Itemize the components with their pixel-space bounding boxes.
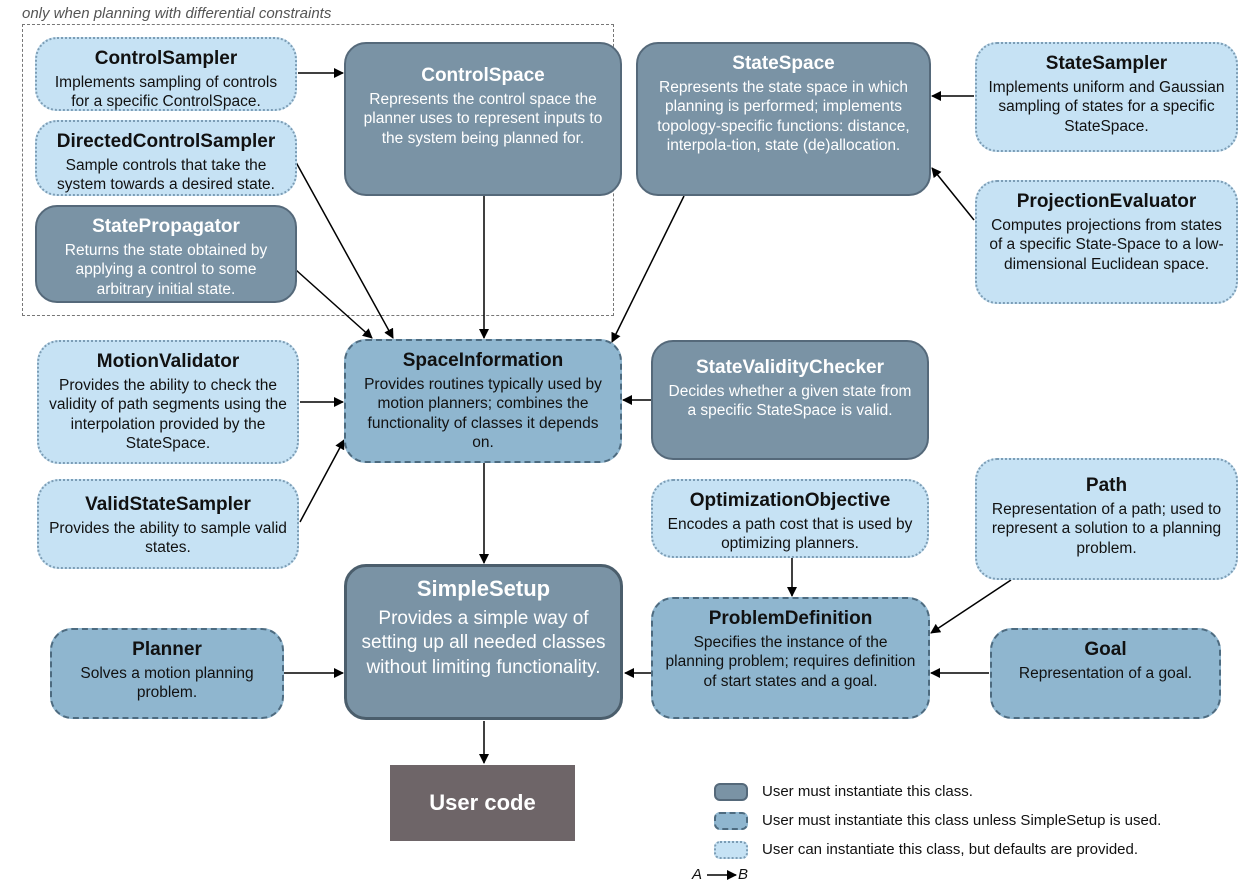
statevaliditychecker-box: StateValidityChecker Decides whether a g… bbox=[651, 340, 929, 460]
legend-arrow-label-a: A bbox=[692, 866, 703, 883]
box-description: Solves a motion planning problem. bbox=[80, 664, 254, 702]
box-title: ControlSampler bbox=[94, 48, 238, 69]
arrow-statespace-to-spaceinformation bbox=[611, 195, 685, 343]
legend-text-can: User can instantiate this class, but def… bbox=[762, 841, 1139, 858]
box-title: DirectedControlSampler bbox=[56, 131, 276, 152]
box-description: Implements uniform and Gaussian sampling… bbox=[988, 78, 1225, 135]
box-title: StatePropagator bbox=[92, 216, 240, 237]
controlspace-box: ControlSpace Represents the control spac… bbox=[344, 42, 622, 196]
statesampler-box: StateSampler Implements uniform and Gaus… bbox=[975, 42, 1238, 152]
legend-text-must-unless: User must instantiate this class unless … bbox=[762, 812, 1162, 829]
box-description: Encodes a path cost that is used by opti… bbox=[667, 515, 913, 553]
box-description: Represents the state space in which plan… bbox=[657, 78, 910, 154]
user-code-box: User code bbox=[390, 765, 575, 841]
box-title: ValidStateSampler bbox=[85, 494, 251, 515]
box-title: StateSampler bbox=[1045, 53, 1168, 74]
optimizationobjective-box: OptimizationObjective Encodes a path cos… bbox=[651, 479, 929, 558]
arrow-path-to-problemdefinition bbox=[930, 579, 1012, 634]
box-description: Representation of a goal. bbox=[1018, 664, 1193, 682]
motionvalidator-box: MotionValidator Provides the ability to … bbox=[37, 340, 299, 464]
box-title: ProblemDefinition bbox=[708, 608, 873, 629]
box-description: Provides the ability to sample valid sta… bbox=[49, 519, 287, 557]
planner-box: Planner Solves a motion planning problem… bbox=[50, 628, 284, 719]
box-title: SimpleSetup bbox=[416, 576, 551, 601]
box-title: Planner bbox=[132, 639, 202, 660]
statespace-box: StateSpace Represents the state space in… bbox=[636, 42, 931, 196]
statepropagator-box: StatePropagator Returns the state obtain… bbox=[35, 205, 297, 303]
box-description: Implements sampling of controls for a sp… bbox=[54, 73, 278, 111]
box-description: Computes projections from states of a sp… bbox=[989, 216, 1224, 273]
legend-text-must: User must instantiate this class. bbox=[762, 783, 973, 800]
validstatesampler-box: ValidStateSampler Provides the ability t… bbox=[37, 479, 299, 569]
box-title: MotionValidator bbox=[96, 351, 240, 372]
box-title: Path bbox=[1085, 475, 1128, 496]
box-title: OptimizationObjective bbox=[689, 490, 891, 511]
constraints-region-caption: only when planning with differential con… bbox=[22, 5, 332, 22]
arrow-projectionevaluator-to-statespace bbox=[931, 167, 975, 221]
legend-arrow-label-b: B bbox=[738, 866, 749, 883]
problemdefinition-box: ProblemDefinition Specifies the instance… bbox=[651, 597, 930, 719]
box-title: SpaceInformation bbox=[402, 350, 564, 371]
legend-swatch-must-unless bbox=[714, 812, 748, 830]
box-description: Represents the control space the planner… bbox=[363, 90, 603, 147]
spaceinformation-box: SpaceInformation Provides routines typic… bbox=[344, 339, 622, 463]
controlsampler-box: ControlSampler Implements sampling of co… bbox=[35, 37, 297, 111]
projectionevaluator-box: ProjectionEvaluator Computes projections… bbox=[975, 180, 1238, 304]
box-title: StateValidityChecker bbox=[696, 357, 884, 378]
box-title: Goal bbox=[1084, 639, 1127, 660]
box-description: Provides the ability to check the validi… bbox=[49, 376, 287, 452]
path-box: Path Representation of a path; used to r… bbox=[975, 458, 1238, 580]
box-description: Sample controls that take the system tow… bbox=[57, 156, 275, 194]
arrow-statepropagator-to-spaceinformation bbox=[295, 269, 373, 339]
box-description: Returns the state obtained by applying a… bbox=[64, 241, 268, 298]
box-title: StateSpace bbox=[732, 53, 835, 74]
box-description: Specifies the instance of the planning p… bbox=[665, 633, 916, 690]
simplesetup-box: SimpleSetup Provides a simple way of set… bbox=[344, 564, 623, 720]
box-description: Provides routines typically used by moti… bbox=[364, 375, 602, 451]
legend-swatch-must bbox=[714, 783, 748, 801]
directedcontrolsampler-box: DirectedControlSampler Sample controls t… bbox=[35, 120, 297, 196]
arrow-directedcontrolsampler-to-spaceinformation bbox=[291, 154, 394, 339]
box-title: ControlSpace bbox=[421, 65, 545, 86]
box-description: Provides a simple way of setting up all … bbox=[361, 607, 606, 678]
goal-box: Goal Representation of a goal. bbox=[990, 628, 1221, 719]
box-description: Representation of a path; used to repres… bbox=[991, 500, 1222, 557]
arrow-validstatesampler-to-spaceinformation bbox=[299, 439, 345, 523]
legend-swatch-can bbox=[714, 841, 748, 859]
box-title: ProjectionEvaluator bbox=[1016, 191, 1197, 212]
box-description: Decides whether a given state from a spe… bbox=[668, 382, 912, 420]
